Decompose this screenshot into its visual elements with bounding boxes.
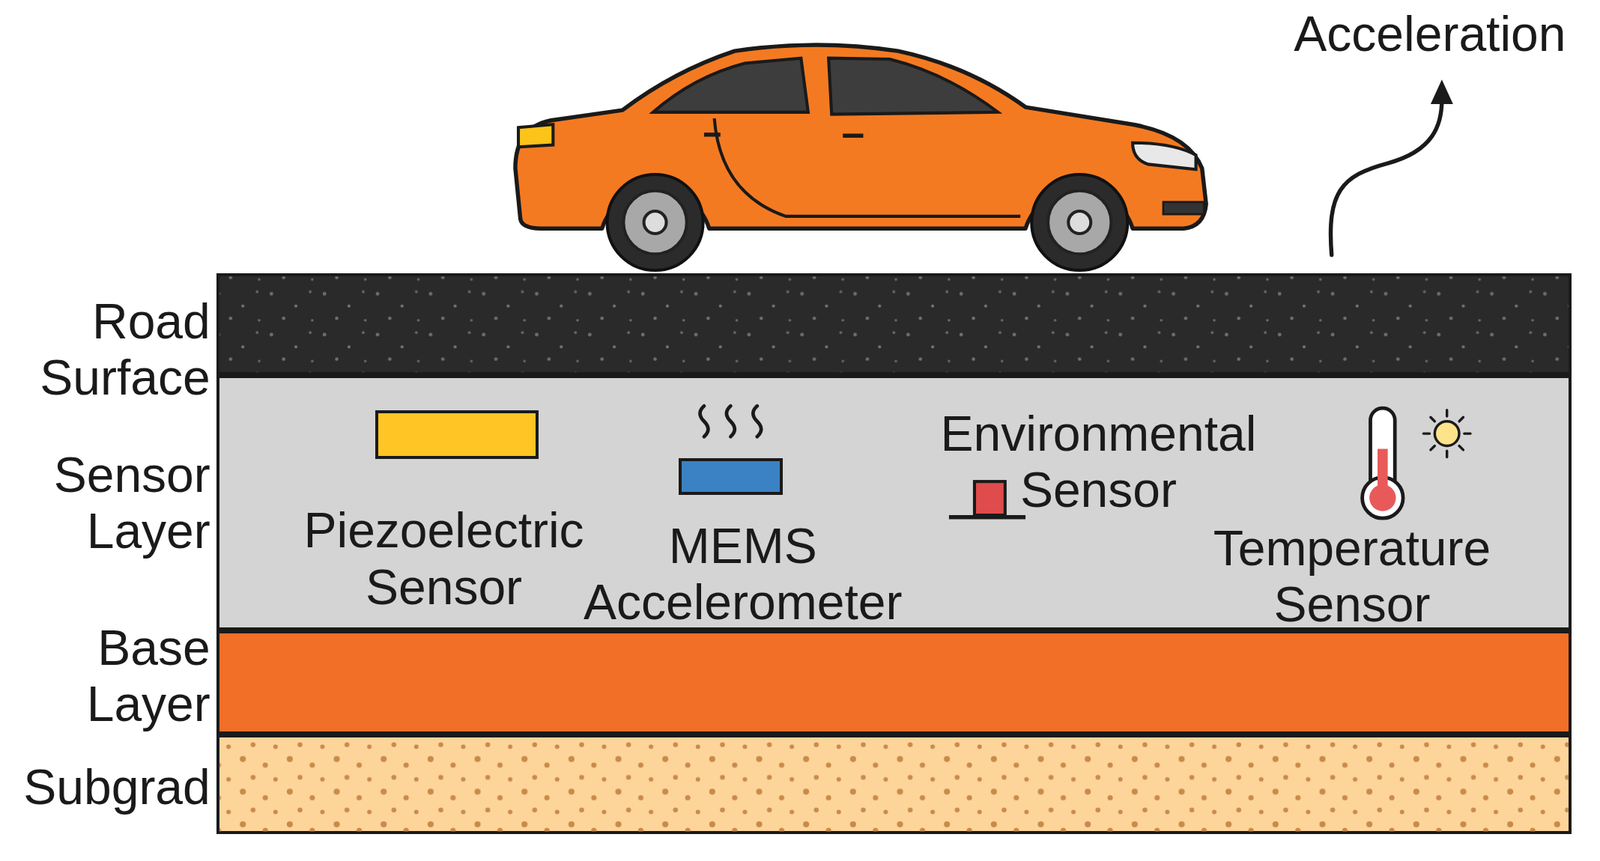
sensor-label: Environmental Sensor (929, 405, 1267, 519)
thermometer-icon (1369, 484, 1396, 511)
thermometer-icon (1370, 408, 1395, 502)
temperature-sensor: Temperature Sensor (1357, 405, 1409, 521)
car-illustration (518, 124, 553, 147)
soil-texture (219, 737, 1569, 832)
sensor-label: Temperature Sensor (1183, 520, 1521, 633)
sun-icon (1434, 421, 1460, 447)
sun-icon (1464, 432, 1471, 435)
sun-icon (1459, 445, 1463, 450)
piezoelectric-sensor: Piezoelectric Sensor (375, 410, 539, 460)
layer-label: Road Surface (0, 293, 211, 406)
environmental-sensor: Environmental Sensor (933, 405, 1263, 519)
car-illustration (644, 211, 667, 234)
subgrade-band: Subgrad (216, 734, 1572, 836)
sensor-layer-band: Sensor LayerPiezoelectric SensorMEMS Acc… (216, 375, 1572, 631)
vibration-waves (700, 405, 762, 437)
acceleration-arrow (1330, 100, 1442, 256)
sun-icon (1459, 417, 1463, 421)
sun-icon (1423, 410, 1471, 458)
base-layer-band: Base Layer (216, 630, 1572, 735)
sun-icon (1445, 410, 1448, 417)
vibration-waves (752, 405, 762, 437)
car-illustration (1132, 143, 1196, 170)
car-illustration (515, 44, 1206, 271)
acceleration-arrow (1430, 79, 1454, 105)
sun-icon (1430, 417, 1435, 421)
environmental-sensor-icon (949, 515, 1026, 520)
layer-label: Sensor Layer (0, 446, 211, 559)
sensor-label: Piezoelectric Sensor (275, 502, 613, 615)
annotation-label: Acceleration (1293, 5, 1566, 63)
sensor-label: MEMS Accelerometer (574, 518, 912, 631)
car-illustration (828, 58, 998, 115)
acceleration-arrow (1330, 79, 1453, 255)
environmental-sensor-icon (974, 481, 1006, 516)
car-illustration (842, 133, 863, 138)
vibration-waves (700, 405, 709, 437)
car-illustration (623, 191, 687, 254)
car-illustration (1068, 211, 1091, 234)
mems-accelerometer: MEMS Accelerometer (678, 458, 783, 496)
car-illustration (607, 174, 704, 271)
car-illustration (1163, 202, 1204, 215)
car-illustration (1031, 174, 1128, 271)
thermometer-icon (1362, 408, 1403, 519)
thermometer-icon (1377, 449, 1389, 501)
road-surface-band: Road Surface (216, 273, 1572, 376)
car-illustration (1047, 191, 1111, 254)
sun-icon (1430, 445, 1435, 450)
environmental-sensor-icon (949, 481, 1026, 518)
thermometer-icon (1362, 477, 1403, 520)
asphalt-texture (219, 276, 1569, 373)
car-illustration (653, 58, 809, 113)
layer-label: Subgrad (0, 759, 211, 816)
car-illustration (704, 132, 721, 137)
sun-icon (1445, 450, 1448, 457)
layer-label: Base Layer (0, 620, 211, 733)
sun-icon (1423, 432, 1430, 435)
vibration-waves (726, 405, 735, 437)
car-illustration (714, 118, 1021, 217)
car-illustration (515, 44, 1206, 229)
